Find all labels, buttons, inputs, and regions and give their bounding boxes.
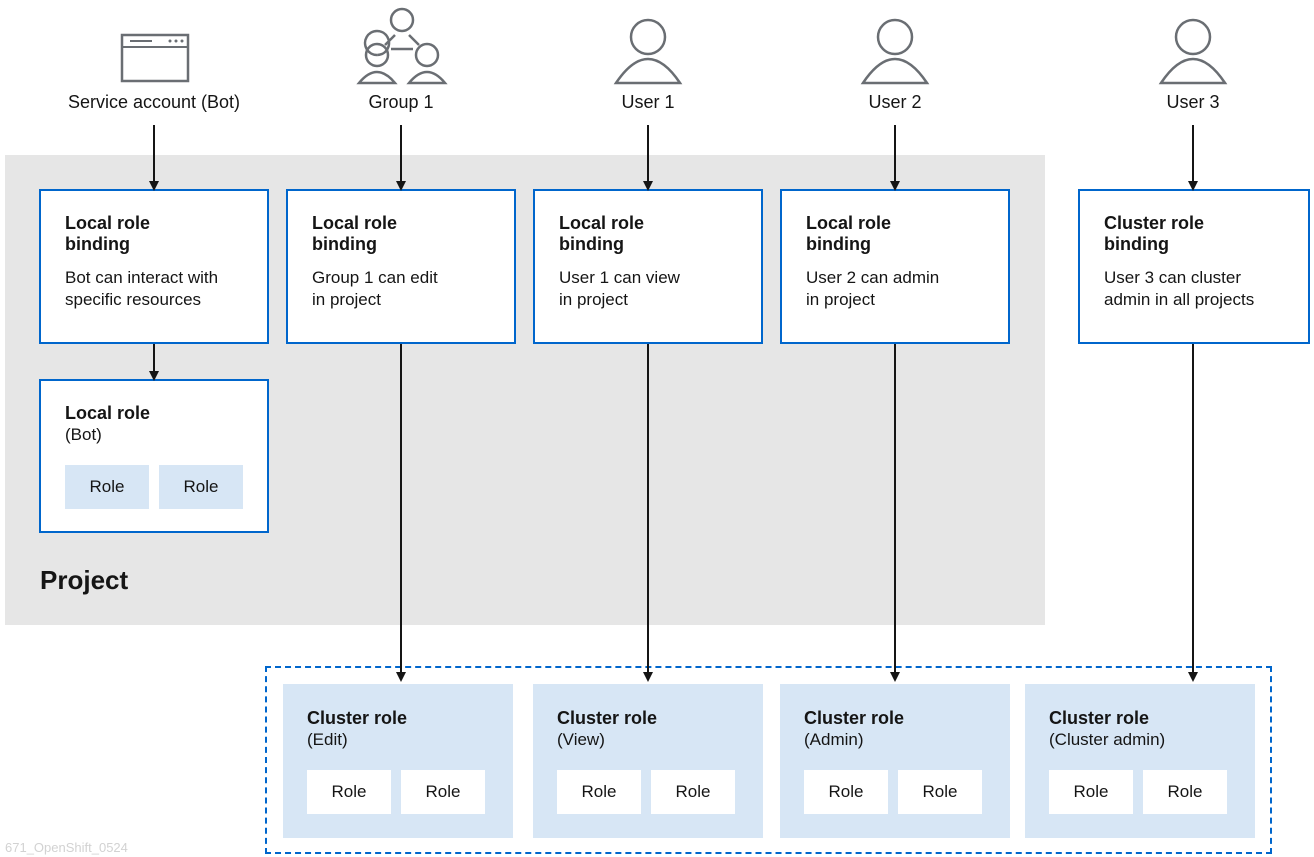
cluster-role-sub: (View) (557, 730, 605, 749)
role-chip: Role (307, 770, 391, 814)
role-chip: Role (804, 770, 888, 814)
binding-desc: Group 1 can edit in project (312, 268, 438, 309)
user-3-icon (1158, 18, 1228, 85)
role-chip: Role (159, 465, 243, 509)
role-chip: Role (1049, 770, 1133, 814)
binding-title: Local role binding (312, 213, 398, 254)
actor-label-user1: User 1 (621, 92, 675, 112)
role-chip: Role (557, 770, 641, 814)
binding-desc: Bot can interact with specific resources (65, 268, 219, 309)
cluster-role-title: Cluster role (804, 708, 905, 728)
role-chip: Role (651, 770, 735, 814)
user-1-icon (613, 18, 683, 85)
binding-title: Local role binding (559, 213, 645, 254)
user-2-icon (860, 18, 930, 85)
cluster-role-sub: (Admin) (804, 730, 864, 749)
binding-box-user2: Local role binding User 2 can admin in p… (780, 189, 1010, 344)
binding-box-user1: Local role binding User 1 can view in pr… (533, 189, 763, 344)
cluster-role-admin: Cluster role (Admin) Role Role (780, 684, 1010, 838)
local-role-box: Local role (Bot) Role Role (39, 379, 269, 533)
cluster-roles-group (265, 666, 1272, 854)
binding-title: Local role binding (806, 213, 892, 254)
actor-label-user3: User 3 (1166, 92, 1220, 112)
role-chip: Role (401, 770, 485, 814)
binding-title: Local role binding (65, 213, 151, 254)
binding-desc: User 1 can view in project (559, 268, 680, 309)
service-account-icon (120, 33, 190, 83)
cluster-role-sub: (Edit) (307, 730, 348, 749)
group-icon (356, 7, 448, 85)
actor-label-user2: User 2 (868, 92, 922, 112)
cluster-role-title: Cluster role (557, 708, 658, 728)
binding-desc: User 2 can admin in project (806, 268, 940, 309)
role-chip: Role (1143, 770, 1227, 814)
actor-label-bot: Service account (Bot) (67, 92, 241, 112)
cluster-role-sub: (Cluster admin) (1049, 730, 1166, 749)
cluster-role-cluster-admin: Cluster role (Cluster admin) Role Role (1025, 684, 1255, 838)
local-role-title: Local role (65, 403, 151, 423)
binding-title: Cluster role binding (1104, 213, 1205, 254)
role-chip: Role (898, 770, 982, 814)
figure-code: 671_OpenShift_0524 (5, 840, 128, 855)
binding-box-group1: Local role binding Group 1 can edit in p… (286, 189, 516, 344)
binding-box-bot: Local role binding Bot can interact with… (39, 189, 269, 344)
local-role-sub: (Bot) (65, 425, 102, 444)
actor-label-group1: Group 1 (368, 92, 434, 112)
binding-desc: User 3 can cluster admin in all projects (1104, 268, 1255, 309)
cluster-role-title: Cluster role (307, 708, 408, 728)
role-chip: Role (65, 465, 149, 509)
cluster-role-view: Cluster role (View) Role Role (533, 684, 763, 838)
cluster-role-title: Cluster role (1049, 708, 1150, 728)
cluster-role-edit: Cluster role (Edit) Role Role (283, 684, 513, 838)
binding-box-user3: Cluster role binding User 3 can cluster … (1078, 189, 1310, 344)
project-label: Project (40, 565, 129, 595)
